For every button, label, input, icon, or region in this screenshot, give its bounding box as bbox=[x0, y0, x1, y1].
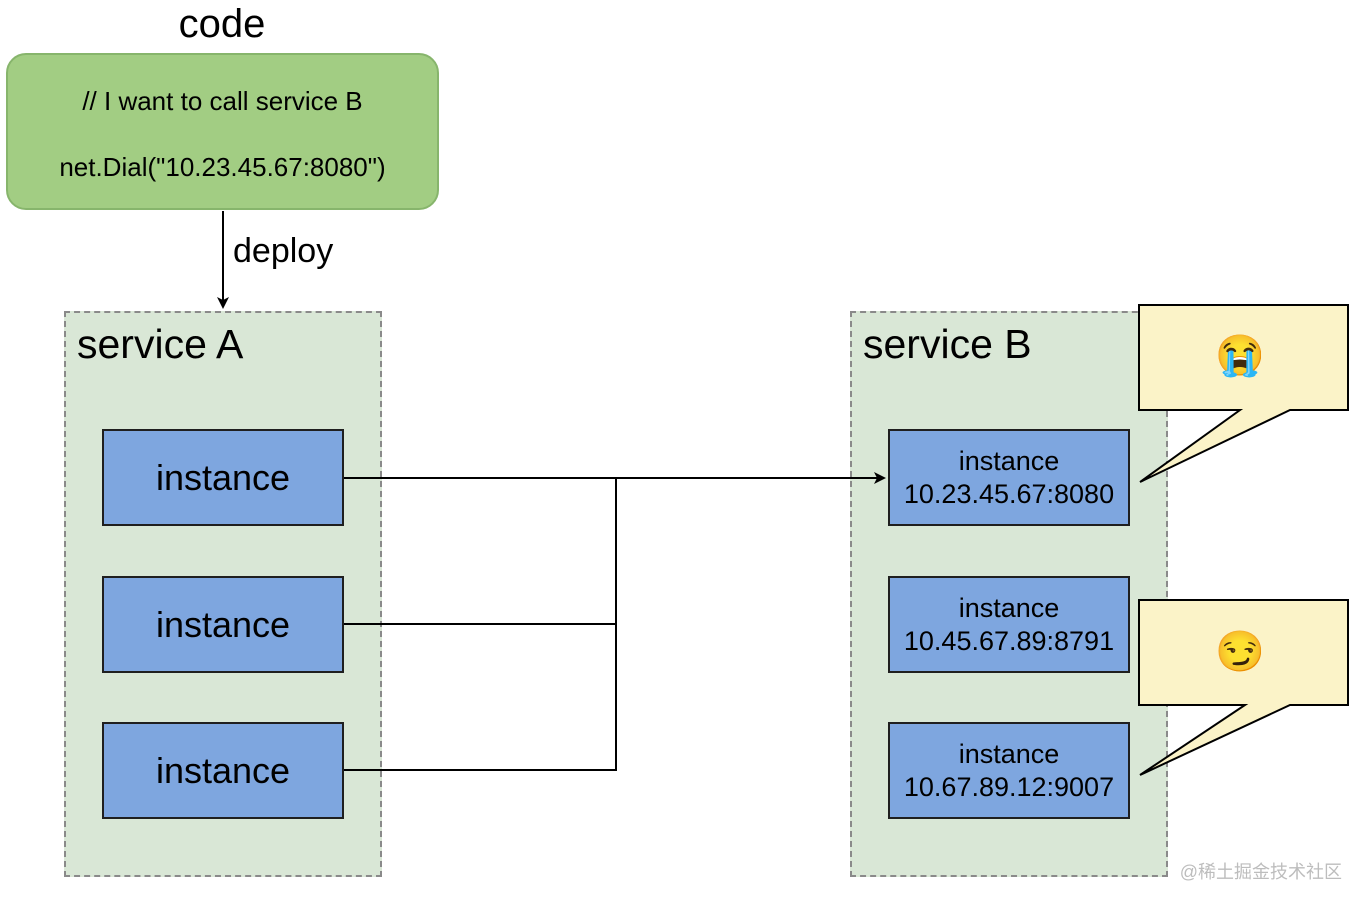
instance-label: instance bbox=[155, 456, 291, 498]
service-b-instance-1: instance 10.23.45.67:8080 bbox=[888, 429, 1130, 526]
connector-instance-2 bbox=[344, 478, 617, 625]
service-a-instance-1: instance bbox=[102, 429, 344, 526]
callout-bubble-1 bbox=[1138, 304, 1349, 483]
instance-address: 10.23.45.67:8080 bbox=[903, 478, 1115, 509]
instance-label: instance bbox=[958, 592, 1060, 623]
instance-label: instance bbox=[958, 445, 1060, 476]
deploy-label: deploy bbox=[233, 232, 334, 270]
smirking-face-icon: 😏 bbox=[1215, 630, 1265, 674]
code-comment-line: // I want to call service B bbox=[82, 86, 363, 116]
service-b-instance-3: instance 10.67.89.12:9007 bbox=[888, 722, 1130, 819]
instance-label: instance bbox=[958, 738, 1060, 769]
watermark: @稀土掘金技术社区 bbox=[1179, 862, 1342, 882]
callout-bubble-2 bbox=[1138, 599, 1349, 776]
service-b-instance-2: instance 10.45.67.89:8791 bbox=[888, 576, 1130, 673]
service-a-title: service A bbox=[77, 321, 244, 367]
instance-label: instance bbox=[155, 749, 291, 791]
service-a-instance-3: instance bbox=[102, 722, 344, 819]
service-a-instance-2: instance bbox=[102, 576, 344, 673]
loudly-crying-face-icon: 😭 bbox=[1215, 334, 1265, 378]
instance-address: 10.45.67.89:8791 bbox=[903, 625, 1115, 656]
instance-label: instance bbox=[155, 603, 291, 645]
code-call-line: net.Dial("10.23.45.67:8080") bbox=[59, 152, 386, 182]
code-title: code bbox=[178, 2, 266, 46]
instance-address: 10.67.89.12:9007 bbox=[903, 771, 1115, 802]
service-b-title: service B bbox=[863, 321, 1032, 367]
code-box: // I want to call service B net.Dial("10… bbox=[6, 53, 439, 210]
connector-instance-3 bbox=[344, 624, 617, 771]
